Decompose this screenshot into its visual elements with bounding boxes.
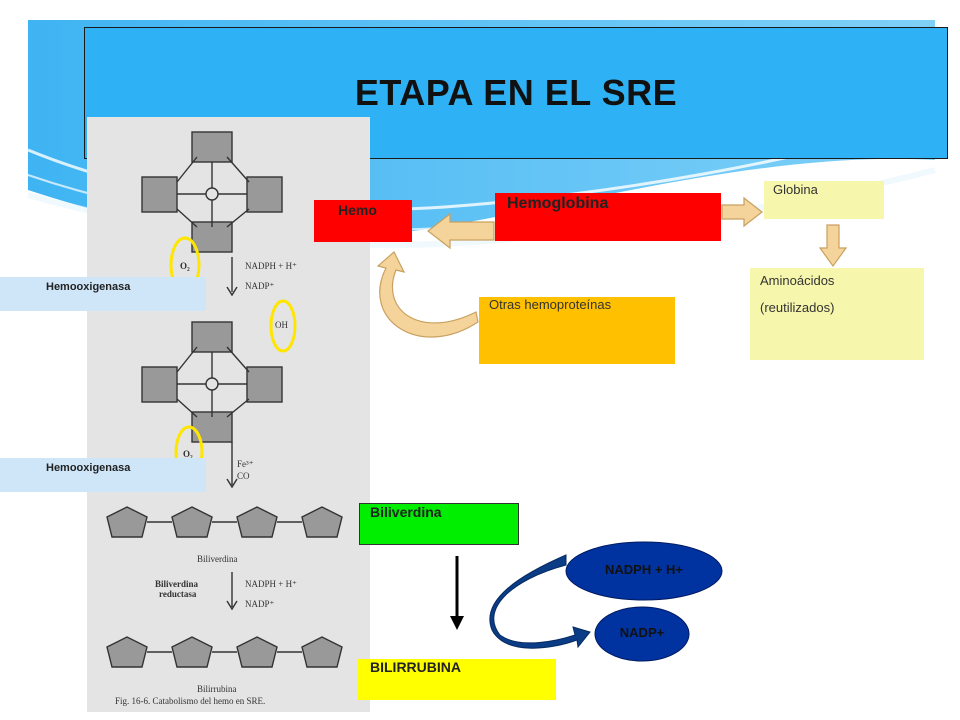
biliverdin-structure bbox=[106, 506, 343, 538]
hemooxigenasa-label-1: Hemooxigenasa bbox=[0, 277, 206, 311]
nadp-ellipse bbox=[594, 606, 690, 662]
hemooxigenasa-text-2: Hemooxigenasa bbox=[46, 462, 131, 474]
reutilizados-label: (reutilizados) bbox=[760, 300, 835, 315]
co-label: CO bbox=[237, 471, 250, 481]
fe3-label: Fe³⁺ bbox=[237, 459, 254, 469]
biliverdina-figure-label: Biliverdina bbox=[197, 554, 238, 564]
hemooxigenasa-text-1: Hemooxigenasa bbox=[46, 281, 131, 293]
bilirrubina-label: BILIRRUBINA bbox=[370, 659, 461, 675]
arrow-globina-to-aminoacidos bbox=[818, 224, 848, 268]
aminoacidos-box: Aminoácidos (reutilizados) bbox=[750, 268, 924, 360]
bilirrubina-figure-label: Bilirrubina bbox=[197, 684, 237, 694]
hemoglobina-label: Hemoglobina bbox=[507, 195, 609, 212]
otras-hemoproteinas-label: Otras hemoproteínas bbox=[489, 297, 612, 312]
arrow-hemoglobina-to-globina bbox=[721, 196, 763, 228]
globina-label: Globina bbox=[773, 182, 818, 197]
biliverdina-label: Biliverdina bbox=[370, 504, 442, 520]
bilirubin-structure bbox=[106, 636, 343, 668]
porphyrin-intermediate bbox=[141, 321, 283, 443]
reductasa-label-1: Biliverdina bbox=[155, 579, 199, 589]
biliverdina-box: Biliverdina bbox=[359, 503, 519, 545]
hemo-label: Hemo bbox=[338, 202, 377, 218]
o2-label-2: O₂ bbox=[183, 449, 193, 459]
figure-caption: Fig. 16-6. Catabolismo del hemo en SRE. bbox=[115, 696, 266, 706]
page-title: ETAPA EN EL SRE bbox=[354, 72, 678, 113]
arrow-otras-to-hemo bbox=[376, 251, 479, 338]
porphyrin-heme bbox=[141, 131, 283, 253]
heme-structures-drawing: O₂ NADPH + H⁺ NADP⁺ OH O₂ Fe³⁺ CO Bilive… bbox=[106, 131, 343, 694]
nadph-label-1: NADPH + H⁺ bbox=[245, 261, 297, 271]
o2-label-1: O₂ bbox=[180, 261, 190, 271]
nadph-ellipse bbox=[565, 541, 723, 601]
nadph-cofactor-label: NADPH + H+ bbox=[604, 562, 684, 577]
nadp-cofactor-label: NADP+ bbox=[619, 625, 665, 640]
nadp-label-2: NADP⁺ bbox=[245, 599, 275, 609]
hemo-box: Hemo bbox=[314, 200, 412, 242]
bilirrubina-box: BILIRRUBINA bbox=[358, 659, 556, 700]
otras-hemoproteinas-box: Otras hemoproteínas bbox=[479, 297, 675, 364]
aminoacidos-label: Aminoácidos bbox=[760, 273, 835, 288]
reductasa-label-2: reductasa bbox=[159, 589, 197, 599]
nadp-label-1: NADP⁺ bbox=[245, 281, 275, 291]
arrow-head-down bbox=[450, 616, 464, 630]
oh-highlight-ring bbox=[269, 299, 297, 353]
globina-box: Globina bbox=[764, 181, 884, 219]
hemoglobina-box: Hemoglobina bbox=[495, 193, 721, 241]
hemooxigenasa-label-2: Hemooxigenasa bbox=[0, 458, 206, 492]
nadph-label-2: NADPH + H⁺ bbox=[245, 579, 297, 589]
arrow-nadph-to-nadp bbox=[489, 554, 591, 649]
oh-label: OH bbox=[275, 320, 288, 330]
arrow-hemoglobina-to-hemo bbox=[427, 212, 495, 250]
